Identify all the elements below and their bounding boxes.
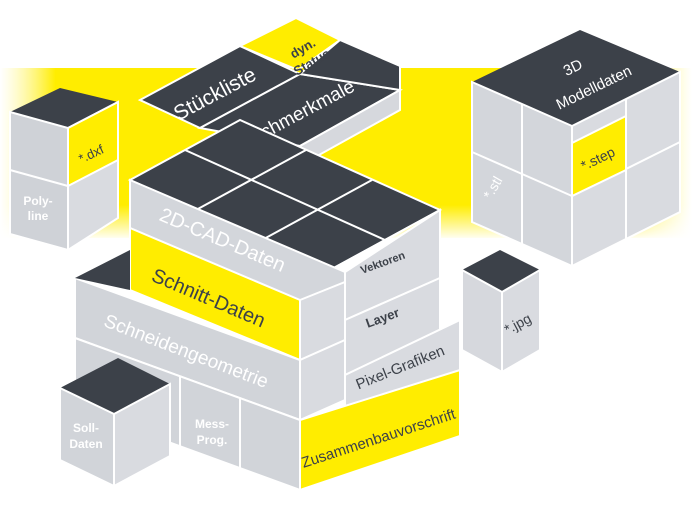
soll-label-2: Daten <box>69 437 102 451</box>
jpg-cube: *.jpg <box>461 250 541 374</box>
3d-model-cube: 3D Modelldaten *.step *.stl <box>471 30 681 268</box>
polyline-label-1: Poly- <box>23 194 52 208</box>
soll-label-1: Soll- <box>73 421 99 435</box>
mess-label-2: Prog. <box>197 433 228 447</box>
soll-daten-cube: Soll- Daten <box>59 358 171 488</box>
dxf-cube: *.dxf Poly- line <box>9 88 119 252</box>
3d-label: 3D <box>561 56 586 80</box>
mess-label-1: Mess- <box>195 417 229 431</box>
polyline-label-2: line <box>28 209 49 223</box>
